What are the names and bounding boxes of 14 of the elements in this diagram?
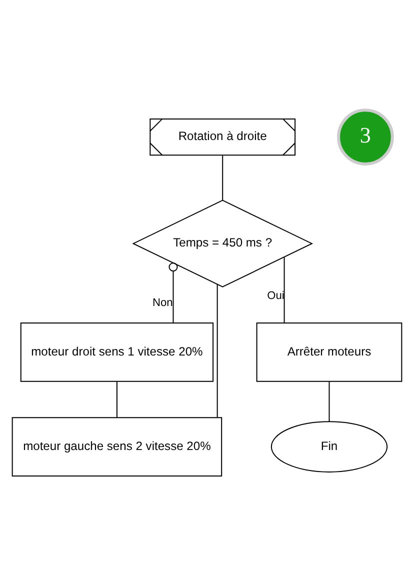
connector [328,381,330,422]
node-circle: 3 [337,108,394,165]
connector [116,381,118,417]
connector [168,262,178,322]
node-box: Arrêter moteurs [256,322,402,382]
node-box: moteur gauche sens 2 vitesse 20% [12,416,222,476]
connector [216,284,218,417]
connector [222,155,224,200]
edge-label: Non [152,296,173,308]
connector [284,256,285,322]
node-diamond: Temps = 450 ms ? [132,199,314,287]
edge-label: Oui [267,289,284,302]
node-box: moteur droit sens 1 vitesse 20% [20,322,214,382]
node-ellipse: Fin [270,420,388,472]
